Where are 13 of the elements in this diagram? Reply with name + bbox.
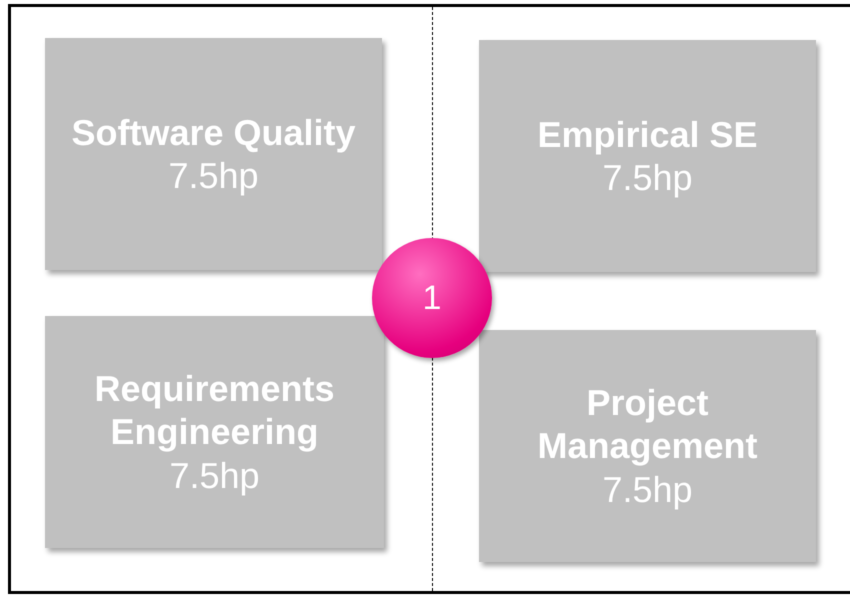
course-title: Software Quality (70, 110, 357, 154)
course-title: Empirical SE (536, 112, 759, 156)
course-box (45, 38, 382, 270)
course-credits: 7.5hp (169, 454, 260, 497)
course-box (45, 316, 384, 548)
course-credits: 7.5hp (168, 154, 259, 198)
course-credits: 7.5hp (602, 468, 693, 511)
course-title: Project Management (536, 381, 759, 468)
course-box (479, 40, 816, 272)
course-title: Requirements Engineering (93, 367, 336, 454)
course-box (479, 330, 816, 562)
course-credits: 7.5hp (602, 156, 693, 200)
number-label: 1 (422, 278, 442, 318)
